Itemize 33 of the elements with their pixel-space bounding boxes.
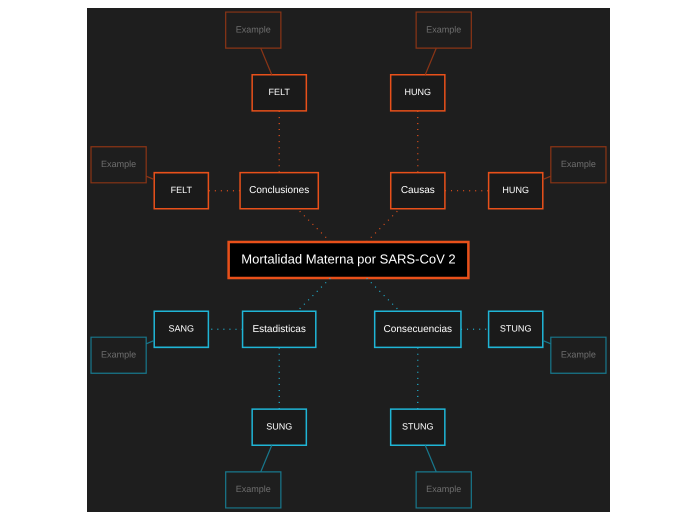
node-box: Example [415, 471, 472, 509]
node-box: Estadisticas [241, 310, 316, 348]
node-box: Example [90, 336, 146, 374]
connector [146, 176, 154, 180]
node-box: STUNG [389, 408, 446, 446]
connector [296, 208, 330, 242]
node-box: FELT [250, 74, 307, 112]
node-box: Example [224, 11, 281, 49]
node-box: Causas [389, 172, 446, 210]
node-box: Mortalidad Materna por SARS-CoV 2 [226, 240, 470, 280]
node-box: Example [550, 146, 606, 184]
connector [542, 176, 550, 180]
connector [424, 445, 436, 472]
node-box: STUNG [487, 310, 544, 348]
node-box: Example [90, 146, 146, 184]
connector [296, 278, 330, 312]
connector [366, 208, 400, 242]
node-box: Example [224, 471, 281, 509]
node-box: Example [415, 11, 472, 49]
node-box: SUNG [250, 408, 307, 446]
connector [260, 48, 272, 75]
node-box: Consecuencias [373, 310, 462, 348]
node-box: Conclusiones [238, 172, 319, 210]
node-box: HUNG [487, 172, 544, 210]
node-box: FELT [152, 172, 209, 210]
connector [366, 278, 400, 312]
node-box: HUNG [389, 74, 446, 112]
node-box: SANG [152, 310, 209, 348]
connector [260, 445, 272, 472]
connector [542, 340, 550, 344]
node-box: Example [550, 336, 606, 374]
connector [424, 48, 436, 75]
connector [146, 340, 154, 344]
